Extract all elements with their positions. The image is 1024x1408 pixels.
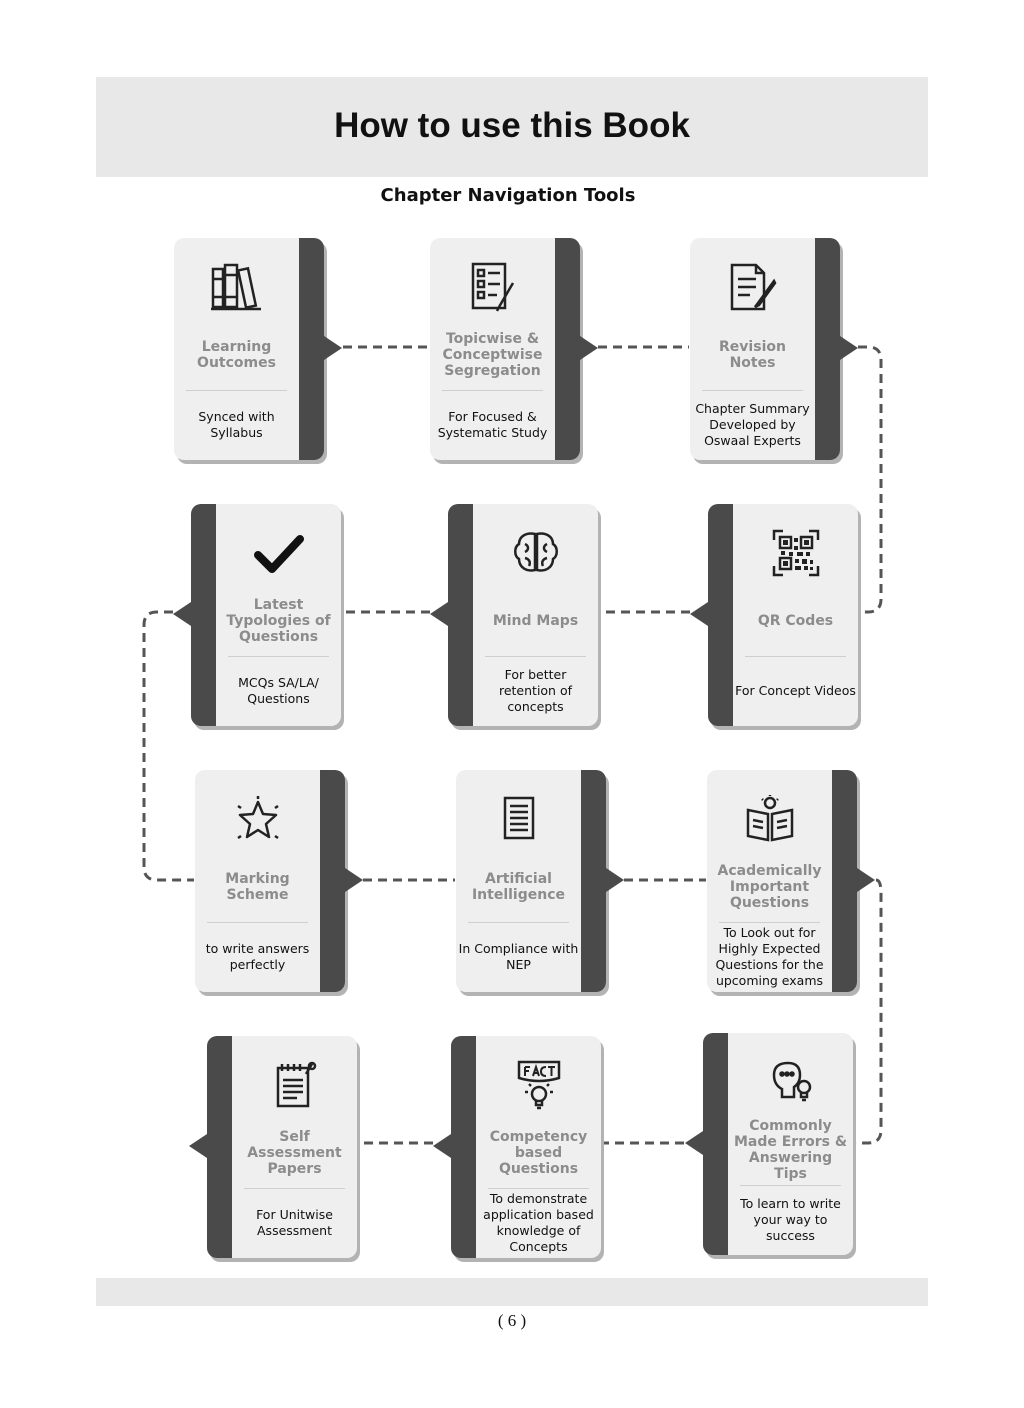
card-label: QR Codes (757, 613, 834, 629)
card-divider (468, 922, 569, 923)
qr-code-icon (733, 524, 858, 582)
card-academically-important: Academically Important Questions To Look… (707, 770, 875, 992)
section-subtitle: Chapter Navigation Tools (380, 185, 636, 206)
card-description: To Look out for Highly Expected Question… (715, 925, 824, 988)
card-notch (690, 602, 708, 626)
card-description: MCQs SA/LA/ Questions (238, 675, 319, 706)
checklist-icon (430, 258, 555, 316)
card-notch (189, 1134, 207, 1158)
card-divider (207, 922, 308, 923)
card-notch (857, 868, 875, 892)
brain-icon (473, 524, 598, 582)
connector-4-7 (142, 610, 194, 882)
card-notch (345, 868, 363, 892)
card-latest-typologies: Latest Typologies of Questions MCQs SA/L… (173, 504, 341, 726)
card-competency-based: Competency based Questions To demonstrat… (433, 1036, 601, 1258)
card-label: Latest Typologies of Questions (226, 597, 331, 645)
card-side-bar (299, 238, 324, 460)
card-marking-scheme: Marking Scheme to write answers perfectl… (195, 770, 363, 992)
open-book-bulb-icon (707, 790, 832, 848)
card-description: to write answers perfectly (205, 941, 310, 972)
books-icon (174, 258, 299, 316)
card-description: For Unitwise Assessment (256, 1207, 333, 1238)
card-description: To learn to write your way to success (740, 1196, 841, 1243)
notepad-icon (232, 1056, 357, 1114)
card-divider (745, 656, 846, 657)
card-divider (485, 656, 586, 657)
header-band (96, 77, 928, 177)
card-notch (840, 336, 858, 360)
card-description: To demonstrate application based knowled… (483, 1191, 594, 1254)
card-notch (606, 868, 624, 892)
card-description: Chapter Summary Developed by Oswaal Expe… (695, 401, 810, 448)
card-divider (244, 1188, 345, 1189)
card-label: Commonly Made Errors & Answering Tips (733, 1118, 848, 1182)
check-mark-icon (216, 524, 341, 582)
notes-pen-icon (690, 258, 815, 316)
page-number: ( 6 ) (497, 1311, 527, 1330)
head-bulb-icon (728, 1053, 853, 1111)
card-qr-codes: QR Codes For Concept Videos (690, 504, 858, 726)
card-side-bar (555, 238, 580, 460)
card-divider (186, 390, 287, 391)
card-learning-outcomes: Learning Outcomes Synced with Syllabus (174, 238, 342, 460)
card-divider (719, 922, 820, 923)
card-divider (228, 656, 329, 657)
card-label: Academically Important Questions (717, 863, 822, 911)
card-notch (433, 1134, 451, 1158)
connector-3-6 (858, 345, 883, 614)
card-description: For better retention of concepts (498, 667, 573, 714)
card-notch (324, 336, 342, 360)
fact-bulb-icon (476, 1056, 601, 1114)
card-revision-notes: Revision Notes Chapter Summary Developed… (690, 238, 858, 460)
card-divider (488, 1188, 589, 1189)
card-self-assessment: Self Assessment Papers For Unitwise Asse… (189, 1036, 357, 1258)
card-label: Competency based Questions (489, 1129, 588, 1177)
card-label: Topicwise & Conceptwise Segregation (442, 331, 543, 379)
card-divider (442, 390, 543, 391)
card-label: Marking Scheme (225, 871, 290, 903)
card-label: Artificial Intelligence (471, 871, 566, 903)
card-description: In Compliance with NEP (458, 941, 579, 972)
footer-band (96, 1278, 928, 1306)
card-mind-maps: Mind Maps For better retention of concep… (430, 504, 598, 726)
card-label: Mind Maps (492, 613, 579, 629)
card-description: For Focused & Systematic Study (437, 409, 548, 440)
connector-9-12 (853, 878, 883, 1145)
card-side-bar (451, 1036, 476, 1258)
card-label: Revision Notes (719, 339, 786, 371)
card-side-bar (320, 770, 345, 992)
card-side-bar (207, 1036, 232, 1258)
card-description: Synced with Syllabus (198, 409, 275, 440)
card-side-bar (815, 238, 840, 460)
card-notch (685, 1131, 703, 1155)
card-label: Self Assessment Papers (247, 1129, 342, 1177)
card-side-bar (703, 1033, 728, 1255)
card-side-bar (581, 770, 606, 992)
card-divider (740, 1185, 841, 1186)
card-side-bar (708, 504, 733, 726)
page-title: How to use this Book (334, 106, 690, 145)
card-divider (702, 390, 803, 391)
card-commonly-made-errors: Commonly Made Errors & Answering Tips To… (685, 1033, 853, 1255)
card-topicwise-segregation: Topicwise & Conceptwise Segregation For … (430, 238, 598, 460)
card-side-bar (448, 504, 473, 726)
card-side-bar (191, 504, 216, 726)
card-artificial-intelligence: Artificial Intelligence In Compliance wi… (456, 770, 624, 992)
card-notch (173, 602, 191, 626)
star-icon (195, 790, 320, 848)
card-label: Learning Outcomes (197, 339, 276, 371)
card-description: For Concept Videos (735, 683, 856, 698)
document-icon (456, 790, 581, 848)
card-notch (580, 336, 598, 360)
card-side-bar (832, 770, 857, 992)
card-notch (430, 602, 448, 626)
